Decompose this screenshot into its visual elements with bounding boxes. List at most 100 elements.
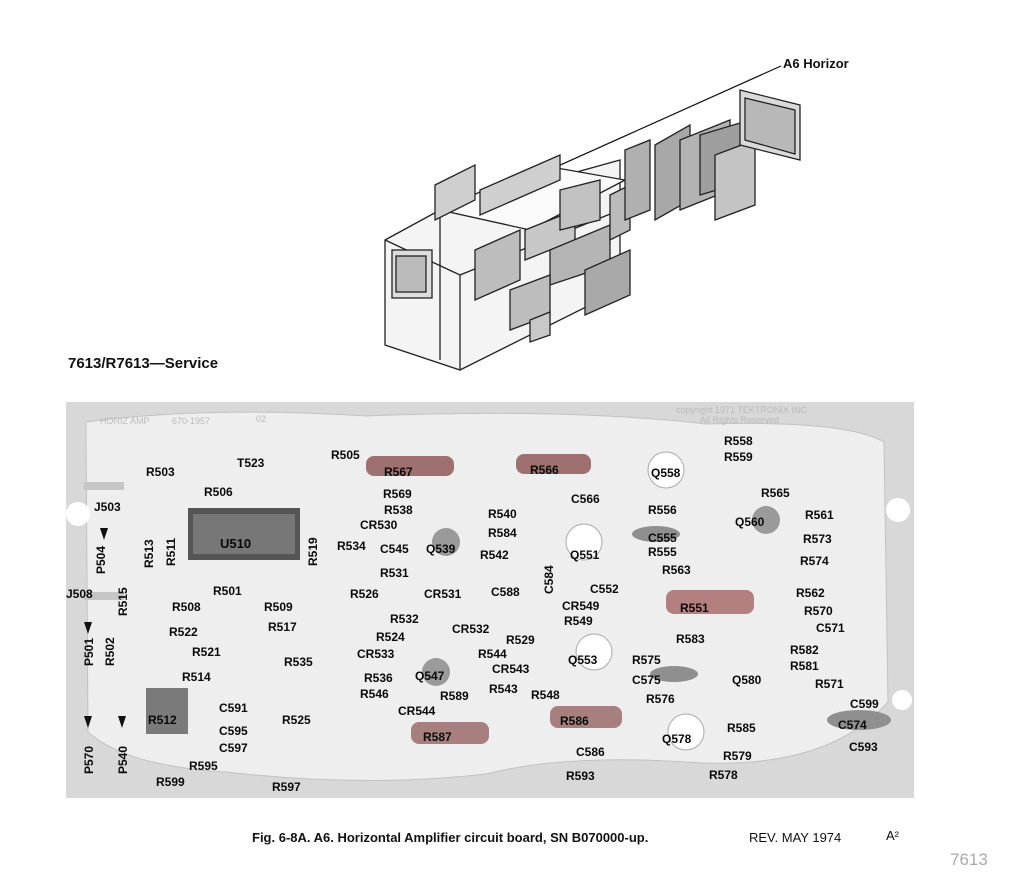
component-label: J508 — [66, 587, 93, 601]
component-label: Q558 — [651, 466, 681, 480]
component-label: R501 — [213, 584, 242, 598]
component-label: R593 — [566, 769, 595, 783]
component-label-vertical: P540 — [116, 745, 130, 774]
component-label: R505 — [331, 448, 360, 462]
component-label: C552 — [590, 582, 619, 596]
component-label: CR532 — [452, 622, 490, 636]
figure-caption: Fig. 6-8A. A6. Horizontal Amplifier circ… — [252, 830, 649, 845]
component-label: C575 — [632, 673, 661, 687]
component-label: R508 — [172, 600, 201, 614]
component-label: R589 — [440, 689, 469, 703]
connector-markers — [84, 528, 126, 728]
component-label: Q553 — [568, 653, 598, 667]
component-label: R574 — [800, 554, 829, 568]
component-label: CR543 — [492, 662, 530, 676]
component-label: R542 — [480, 548, 509, 562]
component-label: R525 — [282, 713, 311, 727]
component-label: R535 — [284, 655, 313, 669]
component-label: C566 — [571, 492, 600, 506]
component-label: R562 — [796, 586, 825, 600]
component-label: J503 — [94, 500, 121, 514]
component-label: R548 — [531, 688, 560, 702]
component-label: R570 — [804, 604, 833, 618]
component-label: R599 — [156, 775, 185, 789]
component-label: R532 — [390, 612, 419, 626]
component-label: C571 — [816, 621, 845, 635]
page-number: 7613 — [950, 850, 988, 869]
component-label: C586 — [576, 745, 605, 759]
component-label: Q580 — [732, 673, 762, 687]
component-label: R567 — [384, 465, 413, 479]
component-label: CR549 — [562, 599, 600, 613]
component-label: C593 — [849, 740, 878, 754]
component-label: R586 — [560, 714, 589, 728]
component-label: C597 — [219, 741, 248, 755]
component-label: Q547 — [415, 669, 445, 683]
component-label: R524 — [376, 630, 405, 644]
component-label: R517 — [268, 620, 297, 634]
component-label: R551 — [680, 601, 709, 615]
component-label: R526 — [350, 587, 379, 601]
component-label: CR544 — [398, 704, 436, 718]
component-label: R573 — [803, 532, 832, 546]
component-label: R587 — [423, 730, 452, 744]
revision-date: REV. MAY 1974 — [749, 830, 842, 845]
component-label: R546 — [360, 687, 389, 701]
silk-part-name: HORIZ AMP — [100, 416, 150, 426]
component-label: R544 — [478, 647, 507, 661]
component-label: CR530 — [360, 518, 398, 532]
component-label: R543 — [489, 682, 518, 696]
silk-rev: 02 — [256, 414, 267, 424]
component-label: C588 — [491, 585, 520, 599]
component-label: C574 — [838, 718, 867, 732]
component-label-vertical: R513 — [142, 539, 156, 568]
component-label: R569 — [383, 487, 412, 501]
component-label: R503 — [146, 465, 175, 479]
component-label: U510 — [220, 536, 252, 551]
component-label: CR531 — [424, 587, 462, 601]
component-label: Q551 — [570, 548, 600, 562]
component-label: R538 — [384, 503, 413, 517]
exploded-cabinet-illustration — [384, 89, 801, 371]
component-label: R536 — [364, 671, 393, 685]
component-label: R555 — [648, 545, 677, 559]
component-label: R549 — [564, 614, 593, 628]
silk-rights: All Rights Reserved — [700, 415, 780, 425]
silk-part-number: 670-1957 — [172, 416, 211, 426]
component-label: R512 — [148, 713, 177, 727]
component-label: C599 — [850, 697, 879, 711]
component-label: R585 — [727, 721, 756, 735]
component-label: C595 — [219, 724, 248, 738]
component-label: R540 — [488, 507, 517, 521]
silk-copyright: copyright 1971 TEKTRONIX INC — [676, 405, 807, 415]
component-label: R521 — [192, 645, 221, 659]
component-label: R581 — [790, 659, 819, 673]
component-label: R566 — [530, 463, 559, 477]
component-label: R534 — [337, 539, 366, 553]
component-label: R565 — [761, 486, 790, 500]
component-label: Q539 — [426, 542, 456, 556]
component-label: R509 — [264, 600, 293, 614]
component-label: R584 — [488, 526, 517, 540]
component-label: R578 — [709, 768, 738, 782]
component-label: R579 — [723, 749, 752, 763]
component-label: R558 — [724, 434, 753, 448]
component-label-vertical: P570 — [82, 745, 96, 774]
component-label: R556 — [648, 503, 677, 517]
component-label: C591 — [219, 701, 248, 715]
component-label-vertical: C584 — [542, 565, 556, 594]
component-label: R597 — [272, 780, 301, 794]
component-label: R531 — [380, 566, 409, 580]
component-label: R563 — [662, 563, 691, 577]
component-label: C555 — [648, 531, 677, 545]
page-header-title: 7613/R7613—Service — [68, 355, 219, 372]
component-label: R522 — [169, 625, 198, 639]
component-label: R576 — [646, 692, 675, 706]
component-label: R582 — [790, 643, 819, 657]
component-label: R529 — [506, 633, 535, 647]
component-label: R506 — [204, 485, 233, 499]
component-label: R575 — [632, 653, 661, 667]
component-label: R595 — [189, 759, 218, 773]
component-label: CR533 — [357, 647, 395, 661]
component-label: C545 — [380, 542, 409, 556]
